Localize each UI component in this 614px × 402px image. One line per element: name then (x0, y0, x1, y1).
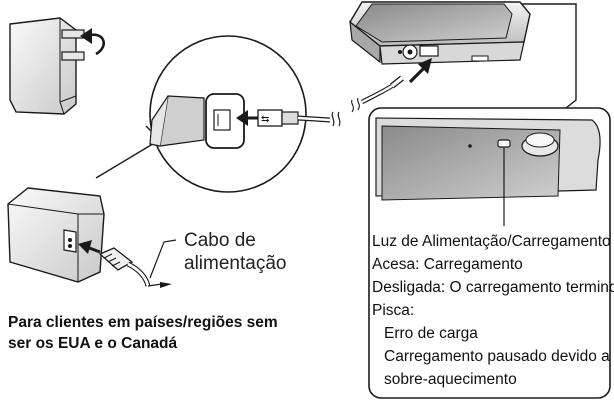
international-adapter (7, 187, 177, 288)
indicator-off: Desligada: O carregamento terminou (372, 279, 614, 296)
svg-text:⇆: ⇆ (261, 114, 269, 125)
blink-reason-2-line2: sobre-aquecimento (384, 371, 517, 388)
indicator-title: Luz de Alimentação/Carregamento (372, 233, 611, 250)
indicator-zoom-panel (368, 107, 611, 399)
power-cord-plug (98, 247, 134, 271)
plug-prong-upper (61, 29, 85, 39)
indicator-legend: Luz de Alimentação/Carregamento Acesa: C… (372, 233, 614, 388)
indicator-light (497, 139, 511, 148)
blink-reason-2-line1: Carregamento pausado devido a (384, 348, 610, 365)
region-note-line1: Para clientes em países/regiões sem (8, 314, 278, 331)
blink-reason-1: Erro de carga (384, 325, 478, 342)
indicator-lit: Acesa: Carregamento (372, 256, 523, 273)
cable-label-line1: Cabo de (184, 230, 256, 251)
plug-prong-lower (61, 51, 85, 61)
cable-label-line2: alimentação (184, 253, 286, 274)
region-note-line2: ser os EUA e o Canadá (8, 335, 178, 352)
camera-usb-port (419, 45, 439, 57)
us-plug-adapter (9, 17, 85, 115)
usb-zoom-callout: ⇆ (95, 35, 341, 193)
indicator-blinks: Pisca: (372, 302, 414, 319)
camera-leader-line (522, 3, 577, 109)
rotate-prongs-arrow-icon (80, 28, 106, 56)
camera-top-view (349, 1, 531, 113)
